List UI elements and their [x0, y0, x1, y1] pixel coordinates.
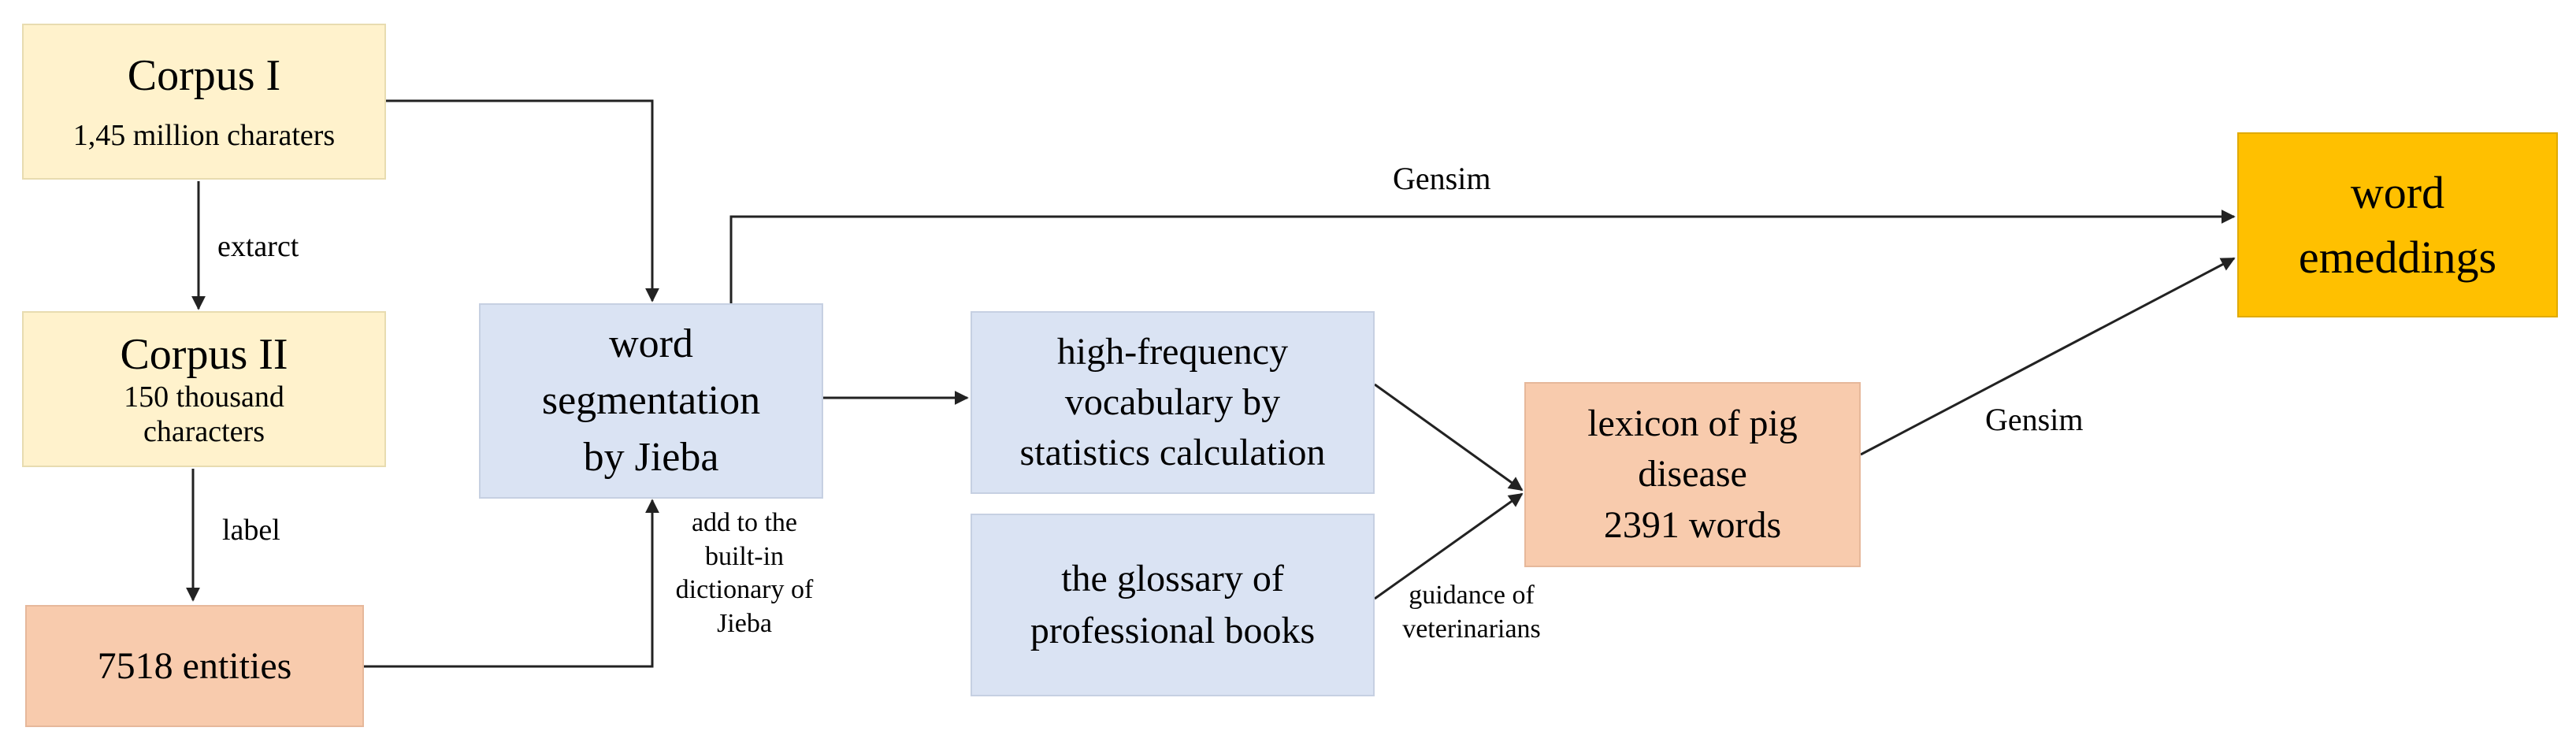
highfreq-line2: vocabulary by — [1064, 380, 1281, 423]
high-frequency-vocabulary-node: high-frequency vocabulary by statistics … — [971, 311, 1375, 494]
edge-label-label: label — [222, 514, 280, 547]
arrow-glossary-to-lexicon — [1374, 492, 1524, 600]
lexicon-line1: lexicon of pig — [1587, 403, 1798, 445]
add-to-line3: dictionary of — [675, 575, 814, 604]
guidance-line2: veterinarians — [1402, 614, 1541, 644]
glossary-node: the glossary of professional books — [971, 514, 1375, 696]
highfreq-line3: statistics calculation — [1019, 432, 1326, 474]
highfreq-line1: high-frequency — [1056, 330, 1289, 373]
embeddings-line1: word — [2350, 167, 2445, 219]
segmentation-line1: word — [609, 321, 693, 367]
add-to-line2: built-in — [704, 541, 785, 571]
edge-label-guidance: guidance of veterinarians — [1385, 579, 1558, 646]
corpus-2-line2: characters — [143, 415, 265, 448]
add-to-line4: Jieba — [717, 608, 772, 638]
entities-node: 7518 entities — [25, 605, 364, 727]
edge-label-extract: extarct — [217, 230, 299, 263]
corpus-1-subtitle: 1,45 million charaters — [72, 119, 336, 152]
embeddings-line2: emeddings — [2298, 231, 2497, 283]
segmentation-line2: segmentation — [541, 378, 761, 424]
glossary-line1: the glossary of — [1061, 557, 1284, 599]
corpus-1-title: Corpus I — [127, 51, 281, 100]
arrow-entities-to-segmentation — [364, 499, 659, 668]
word-segmentation-node: word segmentation by Jieba — [479, 303, 823, 499]
segmentation-line3: by Jieba — [583, 434, 719, 480]
corpus-2-title: Corpus II — [120, 330, 288, 379]
corpus-2-node: Corpus II 150 thousand characters — [22, 311, 386, 467]
word-embeddings-node: word emeddings — [2237, 132, 2558, 317]
lexicon-line3: 2391 words — [1603, 503, 1782, 546]
add-to-line1: add to the — [691, 508, 798, 537]
guidance-line1: guidance of — [1409, 581, 1535, 610]
edge-label-gensim-top: Gensim — [1393, 161, 1491, 196]
corpus-1-node: Corpus I 1,45 million charaters — [22, 24, 386, 180]
lexicon-line2: disease — [1638, 453, 1747, 495]
entities-label: 7518 entities — [97, 645, 292, 687]
edge-label-gensim-right: Gensim — [1985, 402, 2084, 437]
arrow-lexicon-to-embeddings — [1860, 257, 2236, 456]
corpus-2-line1: 150 thousand — [124, 380, 284, 414]
arrow-highfreq-to-lexicon — [1374, 383, 1524, 492]
arrow-corpus1-to-segmentation — [386, 99, 659, 302]
glossary-line2: professional books — [1030, 610, 1316, 651]
arrow-segmentation-to-embeddings — [729, 210, 2236, 303]
lexicon-node: lexicon of pig disease 2391 words — [1524, 382, 1861, 567]
edge-label-add-to-dictionary: add to the built-in dictionary of Jieba — [655, 507, 833, 640]
